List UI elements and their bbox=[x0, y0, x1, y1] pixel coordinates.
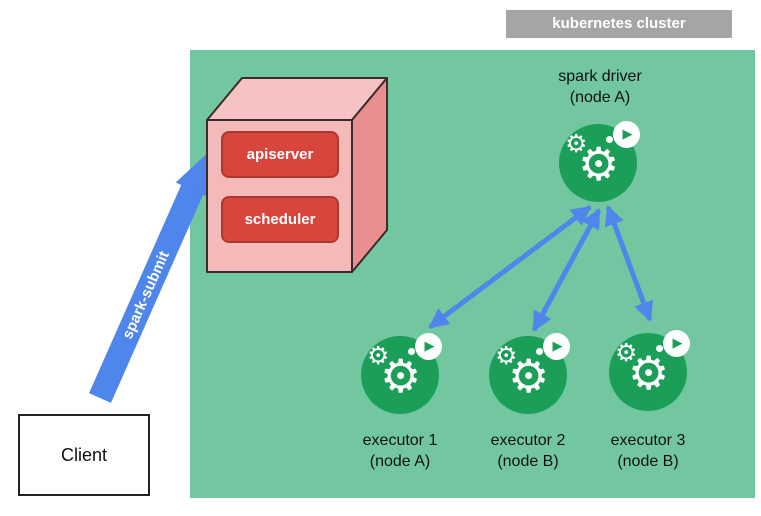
gear-small-icon: ⚙ bbox=[615, 338, 638, 367]
gear-big-icon: ⚙ bbox=[508, 349, 550, 403]
apiserver-label: apiserver bbox=[246, 146, 314, 163]
executor-node: (node B) bbox=[617, 453, 679, 470]
play-icon: ▶ bbox=[415, 333, 442, 360]
scheduler-box: scheduler bbox=[221, 196, 339, 243]
executor-3-label: executor 3 (node B) bbox=[593, 430, 703, 472]
play-icon: ▶ bbox=[613, 121, 640, 148]
spark-driver-pod-icon: ⚙ ⚙ ▶ bbox=[559, 121, 640, 202]
gear-big-icon: ⚙ bbox=[380, 349, 422, 403]
gear-big-icon: ⚙ bbox=[628, 346, 670, 400]
dot-icon bbox=[656, 345, 663, 352]
apiserver-box: apiserver bbox=[221, 131, 339, 178]
executor-node: (node A) bbox=[369, 453, 431, 470]
executor-name: executor 1 bbox=[362, 432, 438, 449]
dot-icon bbox=[536, 348, 543, 355]
executor-name: executor 3 bbox=[610, 432, 686, 449]
play-icon: ▶ bbox=[663, 330, 690, 357]
dot-icon bbox=[606, 136, 613, 143]
executor-1-pod-icon: ⚙ ⚙ ▶ bbox=[361, 333, 442, 414]
spark-submit-arrow: spark-submit bbox=[89, 151, 210, 403]
dot-icon bbox=[408, 348, 415, 355]
spark-submit-band bbox=[89, 151, 210, 403]
executor-2-pod-icon: ⚙ ⚙ ▶ bbox=[489, 333, 570, 414]
spark-submit-label: spark-submit bbox=[119, 249, 173, 342]
executor-2-label: executor 2 (node B) bbox=[473, 430, 583, 472]
scheduler-label: scheduler bbox=[244, 211, 316, 228]
play-icon: ▶ bbox=[543, 333, 570, 360]
executor-3-pod-icon: ⚙ ⚙ ▶ bbox=[609, 330, 690, 411]
client-box: Client bbox=[18, 414, 150, 496]
kubernetes-cluster-label: kubernetes cluster bbox=[506, 10, 732, 38]
executor-1-label: executor 1 (node A) bbox=[345, 430, 455, 472]
spark-driver-label: spark driver (node A) bbox=[528, 66, 672, 108]
gear-small-icon: ⚙ bbox=[495, 341, 518, 370]
spark-driver-name: spark driver bbox=[558, 68, 642, 85]
client-label: Client bbox=[60, 444, 108, 465]
gear-small-icon: ⚙ bbox=[367, 341, 390, 370]
gear-small-icon: ⚙ bbox=[565, 129, 588, 158]
executor-name: executor 2 bbox=[490, 432, 566, 449]
executor-node: (node B) bbox=[497, 453, 559, 470]
spark-driver-node: (node A) bbox=[569, 89, 631, 106]
gear-big-icon: ⚙ bbox=[578, 137, 620, 191]
